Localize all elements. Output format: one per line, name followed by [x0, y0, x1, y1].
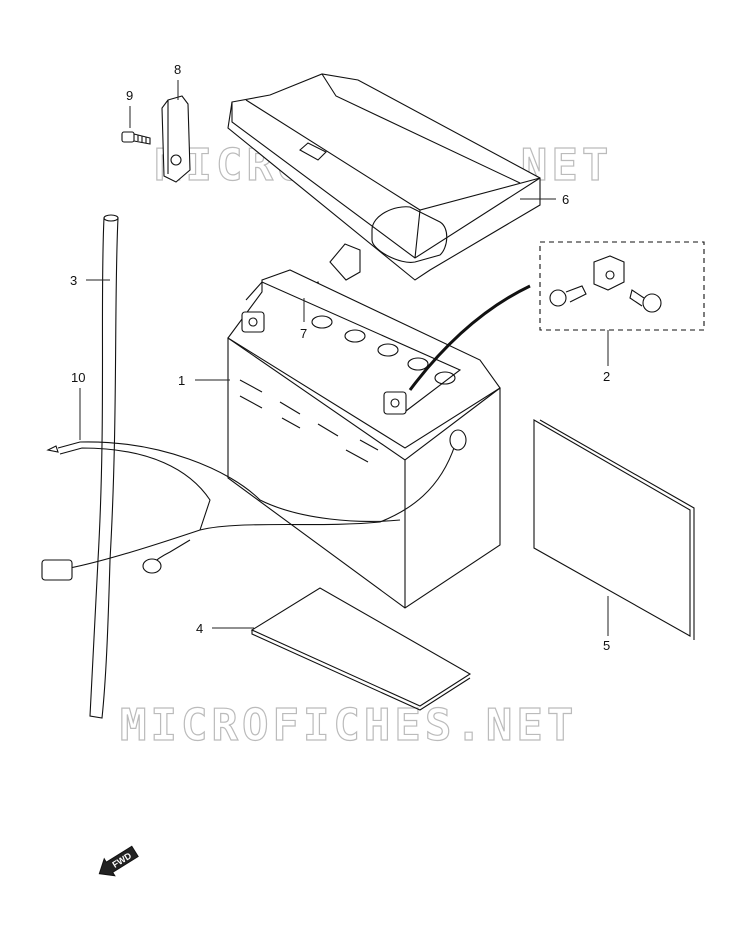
bolt-9	[121, 131, 151, 145]
leader-lines	[79, 80, 609, 636]
callout-2: 2	[603, 369, 610, 384]
callout-3: 3	[70, 273, 77, 288]
battery	[227, 269, 501, 609]
battery-cover	[227, 73, 541, 281]
breather-tube	[89, 214, 119, 719]
callout-10: 10	[71, 370, 85, 385]
battery-bracket	[161, 95, 191, 183]
terminal-bolts-set	[539, 241, 705, 331]
callout-8: 8	[174, 62, 181, 77]
battery-pad	[250, 587, 472, 711]
caution-label	[533, 419, 695, 640]
callout-9: 9	[126, 88, 133, 103]
callout-5: 5	[603, 638, 610, 653]
callout-1: 1	[178, 373, 185, 388]
callout-6: 6	[562, 192, 569, 207]
watermark-bottom: MICROFICHES.NET	[120, 700, 577, 751]
forward-direction-arrow-icon: FWD	[98, 845, 139, 877]
callout-4: 4	[196, 621, 203, 636]
callout-7: 7	[300, 326, 307, 341]
wire-harness	[41, 429, 467, 581]
